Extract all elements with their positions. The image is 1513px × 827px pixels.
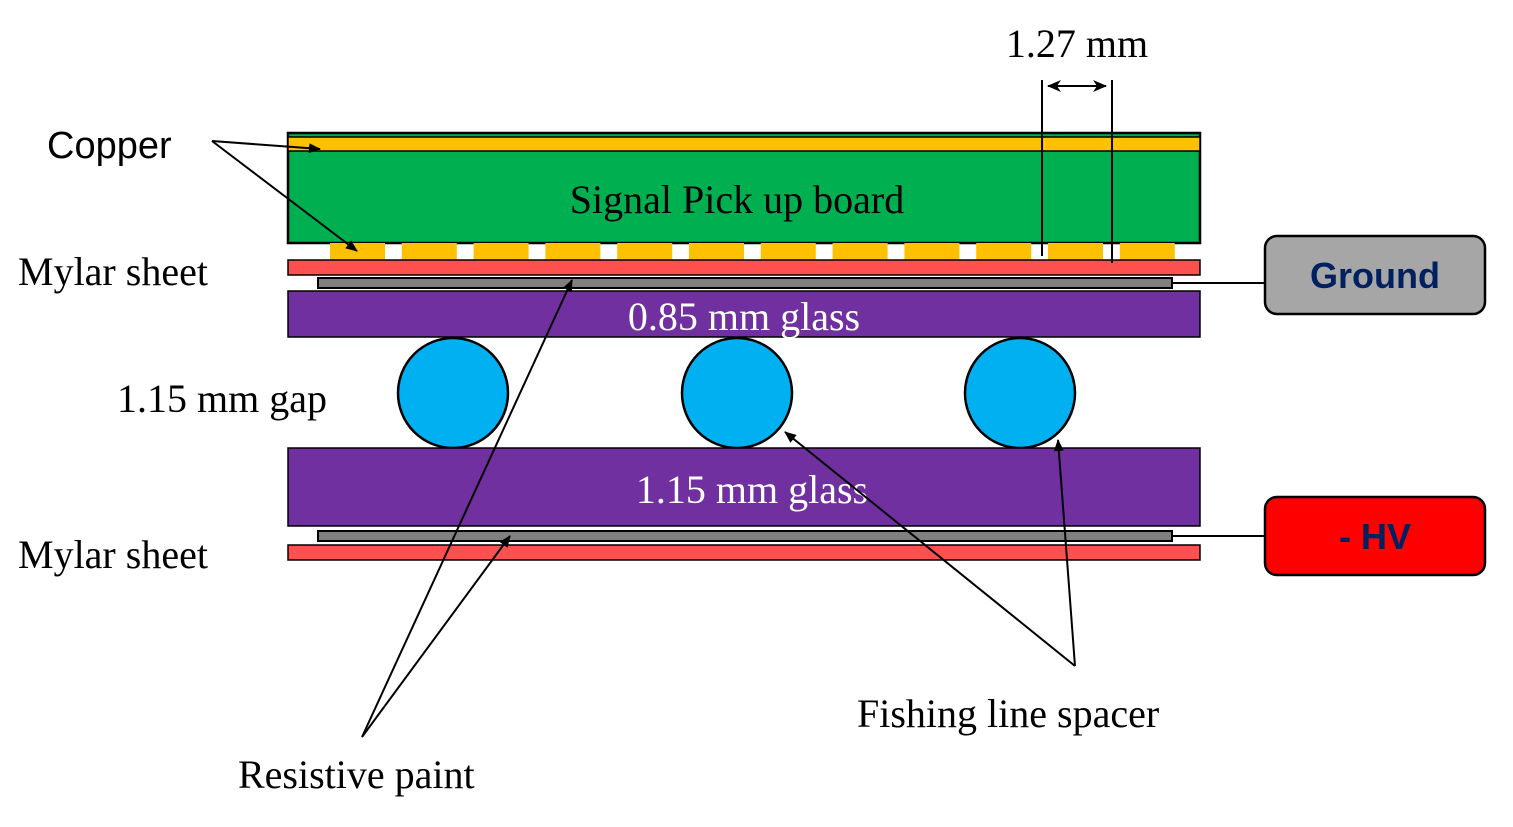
top-copper-layer	[287, 136, 1201, 152]
copper-strip	[689, 243, 744, 260]
hv-label: - HV	[1339, 516, 1411, 557]
copper-arrow-to-top-layer	[211, 140, 321, 154]
copper-strip	[832, 243, 888, 260]
copper-strip	[976, 243, 1032, 260]
copper-strip	[1048, 243, 1103, 260]
top-glass-label: 0.85 mm glass	[628, 294, 860, 339]
ground-box	[1263, 234, 1487, 316]
bottom-mylar-sheet	[287, 544, 1201, 561]
fishing-line-spacers	[396, 336, 1077, 450]
top-mylar-label: Mylar sheet	[18, 249, 208, 294]
copper-strip	[904, 243, 960, 260]
spacer-label: Fishing line spacer	[857, 691, 1159, 736]
spacer-arrow-to-right	[1053, 439, 1076, 667]
fishing-line-spacer	[396, 336, 510, 450]
ground-label: Ground	[1310, 255, 1440, 296]
copper-strip	[545, 243, 601, 260]
top-mylar-sheet	[287, 259, 1201, 276]
copper-strip	[1119, 243, 1175, 260]
copper-strip	[473, 243, 529, 260]
copper-strips	[330, 243, 1175, 260]
copper-label: Copper	[47, 125, 172, 167]
fishing-line-spacer	[963, 336, 1077, 450]
paint-arrow-to-bottom-layer	[361, 535, 511, 738]
resistive-paint-label: Resistive paint	[238, 752, 475, 797]
signal-board-label: Signal Pick up board	[570, 177, 904, 222]
bottom-mylar-label: Mylar sheet	[18, 532, 208, 577]
pitch-label: 1.27 mm	[1006, 21, 1148, 66]
bottom-glass-plate	[287, 447, 1201, 527]
copper-strip	[330, 243, 385, 260]
copper-arrow-to-strip	[211, 140, 358, 252]
bottom-resistive-paint-layer	[317, 530, 1173, 542]
copper-strip	[401, 243, 457, 260]
gap-label: 1.15 mm gap	[117, 376, 327, 421]
copper-strip	[760, 243, 816, 260]
bottom-glass-label: 1.15 mm glass	[636, 467, 868, 512]
top-resistive-paint-layer	[317, 277, 1173, 289]
fishing-line-spacer	[680, 336, 794, 450]
top-glass-plate	[287, 290, 1201, 338]
copper-strip	[617, 243, 673, 260]
spacer-arrow-to-middle	[784, 431, 1076, 667]
paint-arrow-to-top-layer	[361, 279, 573, 738]
hv-box	[1263, 495, 1487, 577]
